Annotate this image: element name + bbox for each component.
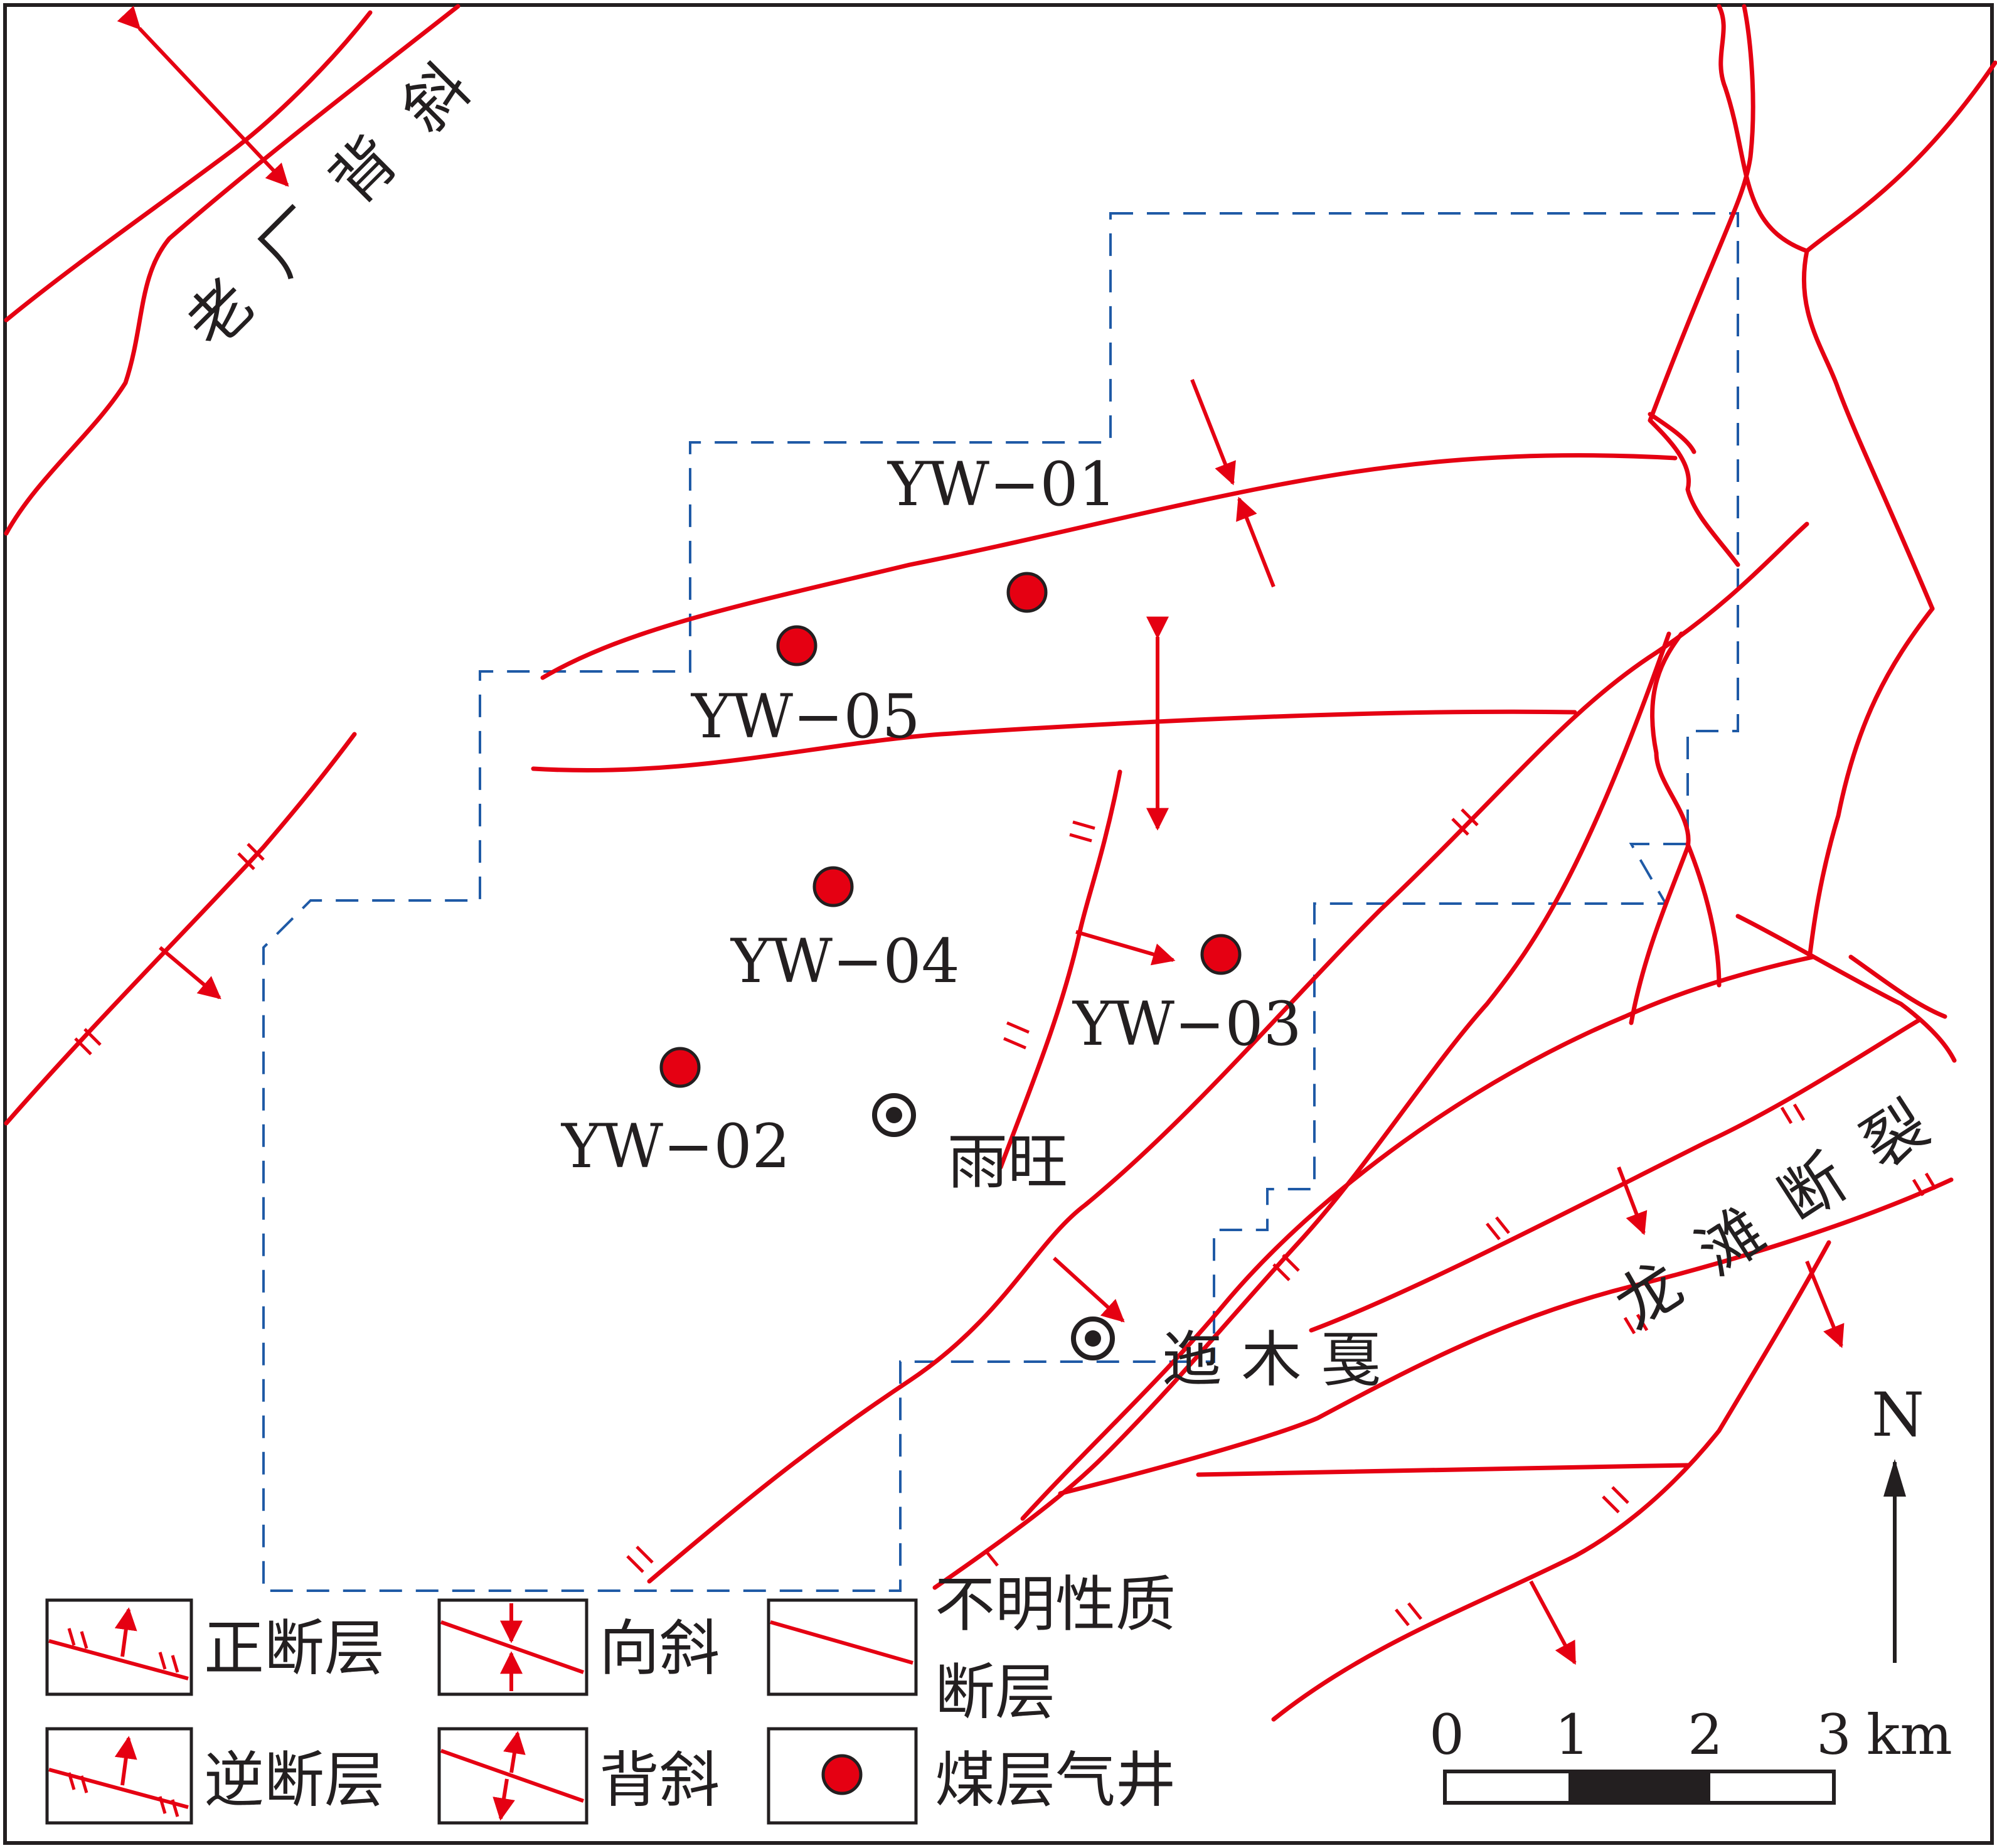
legend-anticline-symbol [437,1727,588,1825]
scale-tick-3: 3 [1816,1702,1851,1767]
well-label-YW-02: YW−02 [560,1111,791,1182]
scale-bar [1443,1770,1836,1805]
legend-reverse-fault-symbol [45,1727,193,1825]
well-markers [659,572,1242,1088]
well-label-YW-03: YW−03 [1072,989,1302,1059]
scale-tick-0: 0 [1429,1702,1464,1767]
fault-zone-label: 龙滩断裂 [1602,1068,1971,1343]
laochang-anticline: 老厂背斜 [4,4,511,536]
town-shimuxia [1071,1317,1115,1360]
well-label-YW-04: YW−04 [730,926,960,996]
legend-unknown-fault-label-1: 不明性质 [935,1569,1176,1640]
legend-anticline-label: 背斜 [599,1745,720,1815]
legend-normal-fault-label: 正断层 [204,1613,385,1684]
well-YW-02 [659,1047,701,1088]
scale-tick-2: 2 [1688,1702,1723,1767]
well-YW-01 [1006,572,1048,613]
well-YW-05 [776,625,817,666]
town-yuwang [872,1093,916,1137]
legend-syncline-label: 向斜 [599,1613,720,1684]
town-label-yuwang: 雨旺 [947,1127,1068,1197]
scale-tick-1: 1 [1555,1702,1590,1767]
legend-cbm-well-label: 煤层气井 [935,1745,1176,1815]
faults [4,4,1997,1722]
well-label-YW-01: YW−01 [887,449,1117,520]
north-arrow [1883,1459,1906,1663]
legend-reverse-fault-label: 逆断层 [204,1745,385,1815]
legend-unknown-fault-symbol [767,1598,918,1696]
well-label-YW-05: YW−05 [690,681,920,752]
scale-unit: km [1867,1702,1952,1767]
town-label-shimuxia: 迤 木 戛 [1162,1325,1381,1395]
well-YW-04 [812,866,854,907]
legend: 正断层 逆断层 向斜 背斜 不 [45,1569,1176,1825]
legend-syncline-symbol [437,1598,588,1696]
well-YW-03 [1200,934,1242,975]
legend-normal-fault-symbol [45,1598,193,1696]
north-label: N [1872,1380,1924,1450]
legend-cbm-well-symbol [767,1727,918,1825]
map-frame [3,3,1994,1845]
fault-symbols [74,378,1937,1665]
study-area-boundary [262,212,1739,1592]
legend-unknown-fault-label-2: 断层 [935,1657,1055,1728]
